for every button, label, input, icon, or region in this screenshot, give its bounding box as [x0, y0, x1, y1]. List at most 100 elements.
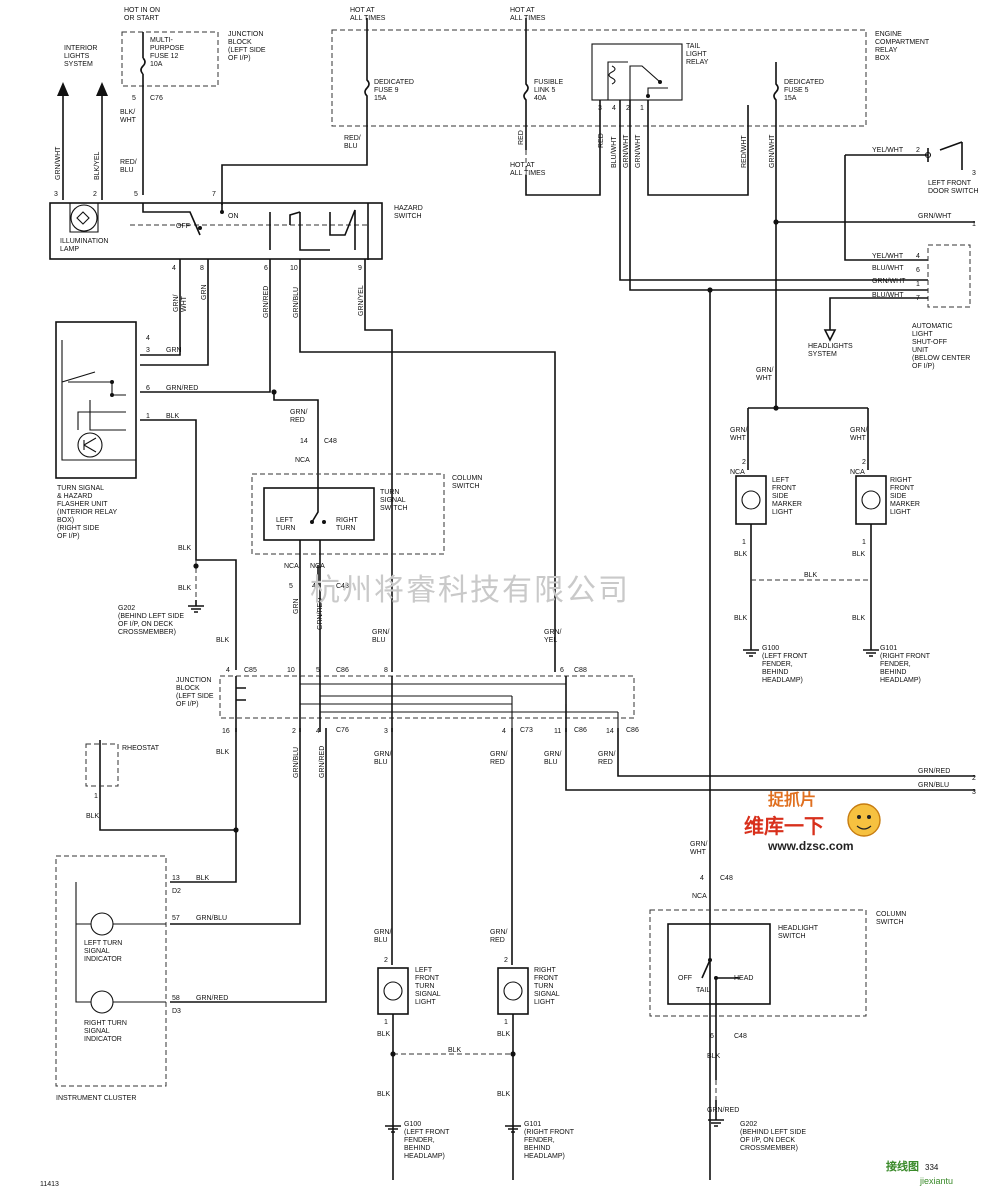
wire-label: NCA	[295, 457, 310, 464]
wire-labels: BLK/WHT RED/BLU RED/BLU RED RED BLU/WHT …	[55, 109, 952, 1114]
connector-label: C85	[244, 667, 257, 674]
pin-number: 4	[316, 728, 320, 735]
pin-number: 5	[289, 583, 293, 590]
pin-number: 6	[916, 267, 920, 274]
pin-number: 2	[93, 191, 97, 198]
tail-light-relay-box	[591, 43, 683, 101]
pin-number: 5	[134, 191, 138, 198]
auto-light-shutoff-unit	[927, 244, 971, 308]
wire-label: NCA	[692, 893, 707, 900]
junction-block-top	[121, 31, 219, 87]
connector-label: C48	[720, 875, 733, 882]
red-blu-wire	[221, 150, 368, 205]
wire-label-vertical: GRN/RED	[263, 286, 270, 318]
connector-label: C86	[336, 667, 349, 674]
wire-label: BLK	[377, 1031, 391, 1038]
pin-number: 7	[916, 295, 920, 302]
instrument-cluster-box	[55, 855, 167, 1087]
pin-number: 3	[972, 170, 976, 177]
wire-label: BLK	[377, 1091, 391, 1098]
pin-number: 2	[742, 459, 746, 466]
pin-number: 2	[504, 957, 508, 964]
wire-label: GRN/BLU	[372, 629, 390, 644]
wire-label: NCA	[850, 469, 865, 476]
wire-label: GRN/RED	[196, 995, 228, 1002]
label-head: HEAD	[734, 975, 753, 982]
wire-label: BLK	[497, 1031, 511, 1038]
connector-label: C48	[324, 438, 337, 445]
pin-number: 1	[146, 413, 150, 420]
turn-signal-switch-box	[263, 487, 375, 541]
rheostat-box	[85, 743, 119, 787]
fusible-link-5-icon	[523, 18, 529, 150]
wire-label: GRN	[166, 347, 182, 354]
wire-label: BLK	[216, 637, 230, 644]
pin-number: 1	[862, 539, 866, 546]
wire-label: GRN/RED	[598, 751, 616, 766]
pin-number: 10	[290, 265, 298, 272]
illumination-lamp-icon	[70, 204, 98, 232]
pin-number: 2	[916, 147, 920, 154]
pin-number: 2	[384, 957, 388, 964]
wire-label: RED/BLU	[120, 159, 137, 174]
connector-label: C86	[574, 727, 587, 734]
connector-label: C76	[150, 95, 163, 102]
wire-label: BLK	[166, 413, 180, 420]
engine-compartment-relay-box	[331, 29, 867, 127]
wire-label: GRN/RED	[290, 409, 308, 424]
pin-number: 6	[710, 1033, 714, 1040]
pin-number: 57	[172, 915, 180, 922]
pin-number: 9	[358, 265, 362, 272]
wire-label: GRN/WHT	[730, 427, 748, 442]
label-off: OFF	[176, 223, 190, 230]
arrow-down-icon	[823, 329, 837, 342]
wire-label-vertical: GRN/WHT	[635, 134, 642, 168]
wire-label: YEL/WHT	[872, 253, 904, 260]
wire-label: YEL/WHT	[872, 147, 904, 154]
wire-label: RED/BLU	[344, 135, 361, 150]
wire-label-vertical: BLK/YEL	[94, 151, 101, 180]
wire-label: BLU/WHT	[872, 265, 904, 272]
footer-logo: 接线图	[886, 1159, 919, 1173]
label-fig-no: 11413	[40, 1181, 59, 1188]
pin-labels: C76 C48 C48 C85 C86 C88 C76 C73 C86 C86 …	[54, 95, 976, 1040]
pin-number: 4	[916, 253, 920, 260]
wire-label: GRN/BLU	[544, 751, 562, 766]
wire-label: BLK	[86, 813, 100, 820]
pin-number: 3	[598, 105, 602, 112]
wire-label: GRN/WHT	[756, 367, 774, 382]
label-cluster: INSTRUMENT CLUSTER	[56, 1095, 136, 1102]
wire-label: BLK	[852, 551, 866, 558]
wire-label: NCA	[730, 469, 745, 476]
connector-label: D2	[172, 888, 181, 895]
pin-number: 6	[264, 265, 268, 272]
connector-label: C48	[734, 1033, 747, 1040]
wire-label: GRN/RED	[166, 385, 198, 392]
wire-label: GRN/BLU	[374, 751, 392, 766]
pin-number: 14	[300, 438, 308, 445]
wire-label: BLK/WHT	[120, 109, 137, 124]
pin-number: 6	[146, 385, 150, 392]
pin-number: 4	[226, 667, 230, 674]
pin-number: 58	[172, 995, 180, 1002]
wire-label-vertical: GRN/WHT	[173, 294, 188, 312]
multi-purpose-fuse-icon	[140, 32, 146, 100]
ground-icon	[188, 600, 204, 613]
pin-number: 4	[146, 335, 150, 342]
